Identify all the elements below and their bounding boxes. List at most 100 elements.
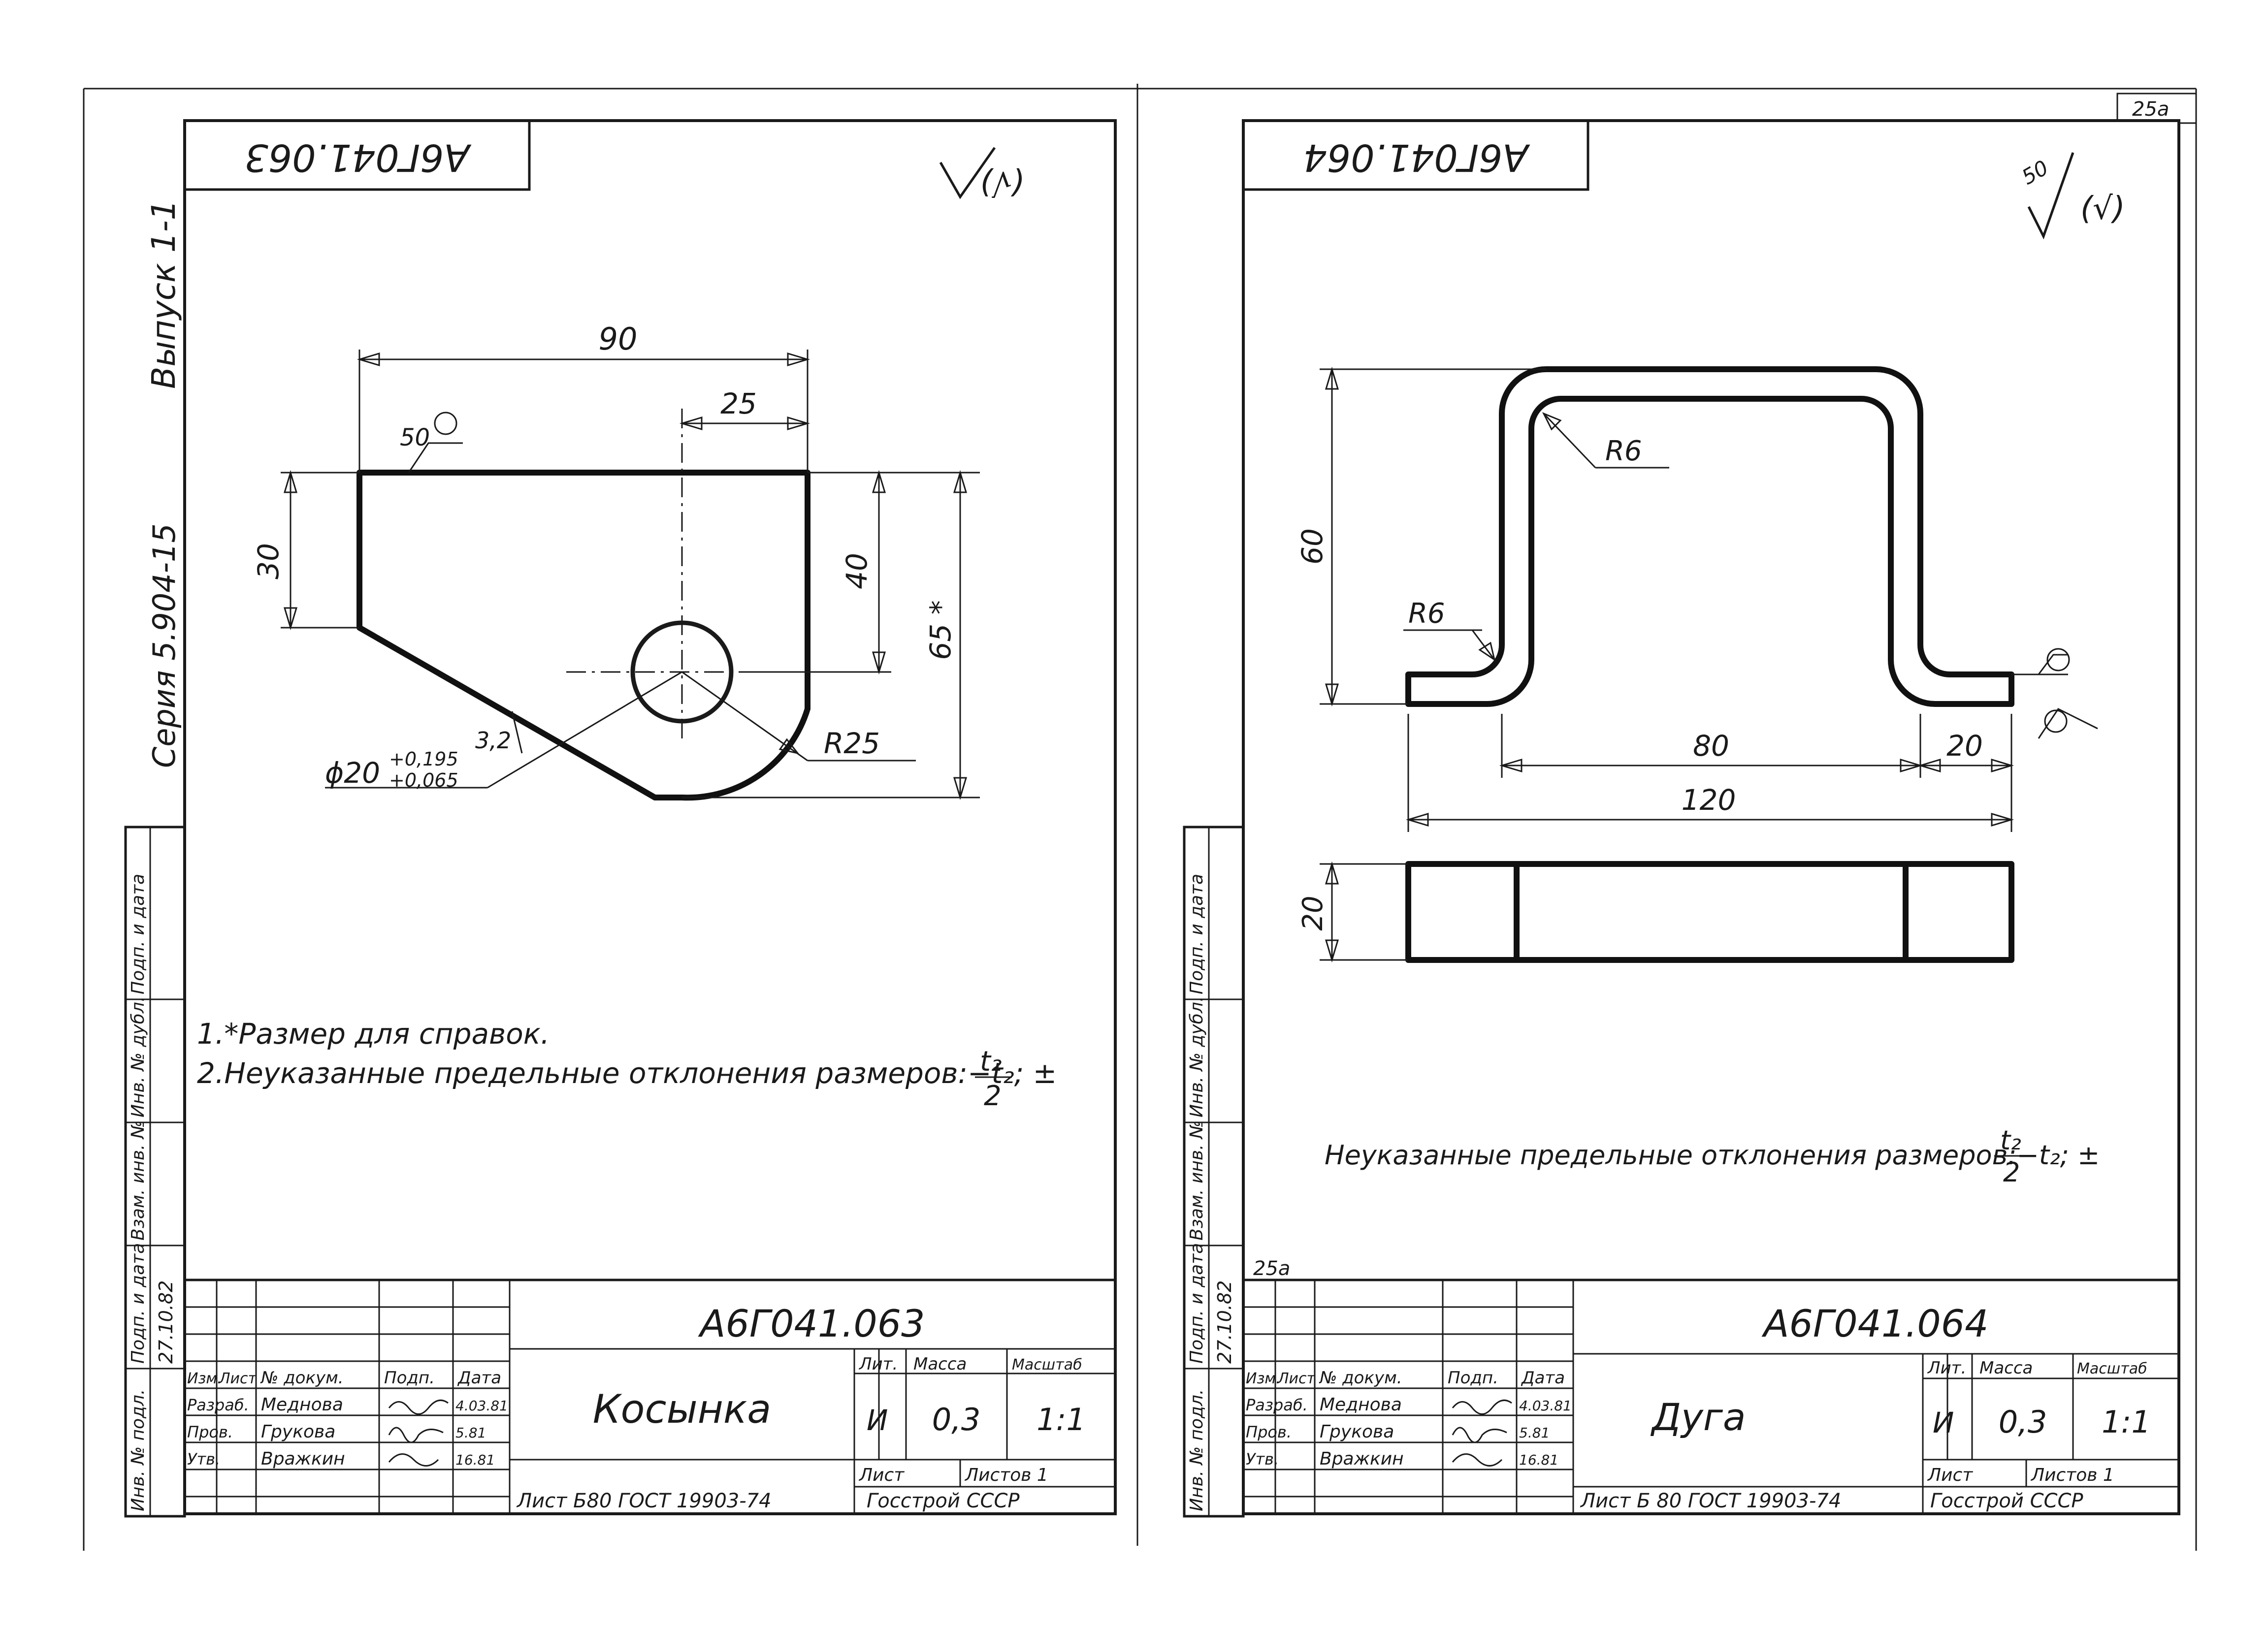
- right-tb-sign-3: [1452, 1453, 1503, 1467]
- right-tb-h-izm: Изм.: [1246, 1370, 1281, 1387]
- left-dim-30: 30: [252, 543, 285, 579]
- left-tb-sign-3: [388, 1453, 439, 1467]
- right-title-block: Изм. Лист № докум. Подп. Дата Разраб. Ме…: [1242, 1278, 2180, 1515]
- left-tb-lit: И: [867, 1404, 888, 1437]
- right-tb-name-3: Вражкин: [1320, 1449, 1404, 1469]
- left-tb-role-2: Пров.: [187, 1423, 233, 1441]
- left-dim-25: 25: [720, 387, 757, 420]
- right-tb-sign-1: [1452, 1399, 1512, 1415]
- right-code-stamp: А6Г041.064: [1303, 136, 1531, 180]
- right-tb-lit: И: [1933, 1406, 1954, 1439]
- right-tb-col-scale: Масштаб: [2077, 1360, 2147, 1377]
- left-note-2: 2.Неуказанные предельные отклонения разм…: [197, 1056, 1057, 1090]
- left-note-1: 1.*Размер для справок.: [197, 1017, 550, 1051]
- left-series: Серия 5.904-15: [146, 523, 182, 768]
- left-title-block: Изм. Лист № докум. Подп. Дата Разраб. Ме…: [183, 1278, 1117, 1515]
- right-tb-sheets: Листов 1: [2030, 1465, 2114, 1485]
- right-tb-org: Госстрой СССР: [1930, 1490, 2083, 1512]
- right-tb-h-date: Дата: [1521, 1368, 1565, 1388]
- left-tb-designation: А6Г041.063: [698, 1302, 925, 1345]
- left-code-stamp: А6Г041.063: [245, 136, 472, 180]
- left-tb-name-1: Меднова: [261, 1395, 343, 1415]
- left-roughness-50: 50: [400, 424, 430, 451]
- left-roughness-mark: (√): [939, 147, 1024, 201]
- right-tb-material: Лист Б 80 ГОСТ 19903-74: [1580, 1490, 1841, 1512]
- right-dim-r6-left: R6: [1408, 598, 1445, 630]
- left-tb-role-3: Утв.: [187, 1450, 220, 1468]
- left-tb-date-2: 5.81: [455, 1425, 486, 1441]
- left-tb-role-1: Разраб.: [187, 1396, 249, 1414]
- left-tb-sign-2: [388, 1427, 444, 1443]
- right-side-4: Подп. и дата: [1187, 1243, 1207, 1364]
- right-note: Неуказанные предельные отклонения размер…: [1325, 1140, 2100, 1171]
- left-dim-65: 65 *: [924, 600, 957, 660]
- right-drawing: 25а А6Г041.064 50 (√) 60 R6: [1137, 88, 2197, 1551]
- left-tb-col-lit: Лит.: [858, 1354, 898, 1374]
- right-tb-role-3: Утв.: [1246, 1450, 1279, 1468]
- left-dim-phi-lower: +0,065: [389, 769, 458, 791]
- right-stamp-date: 27.10.82: [1214, 1280, 1235, 1364]
- right-tb-col-mass: Масса: [1979, 1358, 2033, 1378]
- right-tb-designation: А6Г041.064: [1761, 1302, 1989, 1345]
- left-tb-mass: 0,3: [932, 1402, 981, 1437]
- left-tb-col-scale: Масштаб: [1012, 1356, 1082, 1373]
- right-part-arc: 60 R6 R6 80 20: [1296, 366, 2098, 963]
- right-dim-20-v: 20: [1297, 895, 1329, 930]
- right-tb-mass: 0,3: [1999, 1404, 2047, 1440]
- right-tb-h-doc: № докум.: [1319, 1368, 1402, 1388]
- left-side-1: Подп. и дата: [128, 874, 148, 994]
- right-dim-r6-top: R6: [1605, 435, 1642, 467]
- left-tb-sheet: Лист: [858, 1465, 905, 1485]
- left-tb-h-sign: Подп.: [384, 1368, 435, 1388]
- left-side-3: Взам. инв. №: [128, 1120, 148, 1241]
- right-side-1: Подп. и дата: [1187, 874, 1207, 994]
- left-tb-h-izm: Изм.: [187, 1370, 222, 1387]
- left-tb-name: Косынка: [593, 1386, 772, 1432]
- right-tb-scale: 1:1: [2102, 1404, 2151, 1440]
- right-note-frac-num: t₂: [2000, 1125, 2021, 1156]
- left-drawing: А6Г041.063 (√) Выпуск 1-1 Серия 5.904-15…: [83, 88, 1137, 1551]
- left-tb-name-2: Грукова: [261, 1422, 335, 1442]
- right-tb-h-sign: Подп.: [1448, 1368, 1498, 1388]
- left-code-stamp-box: [183, 119, 531, 191]
- left-tb-date-3: 16.81: [455, 1452, 495, 1468]
- right-corner-mark: 25а: [2132, 98, 2169, 121]
- left-note-frac-num: t₂: [980, 1046, 1002, 1078]
- left-frame: [183, 119, 1117, 1515]
- left-tb-col-mass: Масса: [913, 1354, 967, 1374]
- left-note-frac-den: 2: [984, 1080, 1002, 1112]
- right-tb-date-2: 5.81: [1519, 1425, 1550, 1441]
- right-tb-sign-2: [1452, 1427, 1507, 1443]
- right-dim-120: 120: [1682, 783, 1736, 817]
- right-code-stamp-box: [1242, 119, 1589, 191]
- left-tb-material: Лист Б80 ГОСТ 19903-74: [516, 1490, 772, 1512]
- right-tb-role-2: Пров.: [1246, 1423, 1292, 1441]
- right-dim-20-h: 20: [1946, 729, 1983, 763]
- left-side-stamp: Подп. и дата Инв. № дубл. Взам. инв. № П…: [124, 826, 186, 1518]
- left-dim-3-2: 3,2: [475, 727, 511, 754]
- right-tb-name-2: Грукова: [1320, 1422, 1394, 1442]
- left-tb-org: Госстрой СССР: [867, 1490, 1020, 1512]
- right-tb-h-list: Лист: [1277, 1370, 1316, 1387]
- left-stamp-date: 27.10.82: [155, 1280, 177, 1364]
- right-dim-60: 60: [1296, 528, 1329, 565]
- right-frame: [1242, 119, 2180, 1515]
- left-tb-h-doc: № докум.: [260, 1368, 344, 1388]
- right-tb-col-lit: Лит.: [1927, 1358, 1966, 1378]
- left-dim-40: 40: [840, 553, 874, 589]
- left-dim-r25: R25: [824, 727, 880, 760]
- right-dim-80: 80: [1693, 729, 1729, 763]
- right-roughness-paren: (√): [2080, 191, 2125, 227]
- left-dim-phi-upper: +0,195: [389, 748, 458, 770]
- right-tb-date-3: 16.81: [1519, 1452, 1558, 1468]
- left-side-2: Инв. № дубл.: [128, 996, 148, 1117]
- right-tb-role-1: Разраб.: [1246, 1396, 1308, 1414]
- left-part-gusset: 90 25 50 30 40 65: [252, 321, 980, 801]
- right-tb-date-1: 4.03.81: [1519, 1398, 1572, 1414]
- left-tb-h-list: Лист: [219, 1370, 258, 1387]
- left-dim-90: 90: [599, 321, 638, 357]
- right-tb-name-1: Меднова: [1320, 1395, 1402, 1415]
- right-tb-name: Дуга: [1651, 1395, 1746, 1439]
- left-tb-h-date: Дата: [457, 1368, 501, 1388]
- right-side-stamp: Подп. и дата Инв. № дубл. Взам. инв. № П…: [1183, 826, 1245, 1518]
